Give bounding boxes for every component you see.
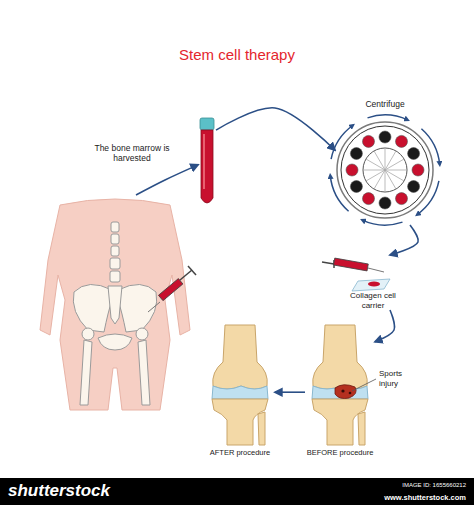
node-label: Centrifuge <box>350 99 420 109</box>
node-label: Collagen cell carrier <box>340 291 406 310</box>
footer-bar <box>0 478 474 505</box>
knee-joints <box>212 325 368 445</box>
node-label: The bone marrow is harvested <box>82 143 182 163</box>
test-tube <box>198 116 216 210</box>
test-tube <box>200 118 214 203</box>
knee-after: AFTER procedure <box>205 325 275 445</box>
footer-text: shutterstock <box>8 481 148 501</box>
centrifuge <box>330 115 439 225</box>
syringe <box>148 266 196 312</box>
flow-arrow <box>275 391 305 393</box>
flow-arrow <box>375 310 394 342</box>
syringe-and-carrier <box>322 258 390 291</box>
node-label: BEFORE procedure <box>305 448 375 457</box>
knee-before: Sports injuryBEFORE procedure <box>305 325 375 445</box>
footer-text: www.shutterstock.com <box>330 493 466 502</box>
centrifuge: Centrifuge <box>335 115 435 225</box>
flow-arrow <box>136 165 198 195</box>
flow-arrow <box>216 108 335 150</box>
node-label: AFTER procedure <box>205 448 275 457</box>
node-label: Sports injury <box>379 369 423 388</box>
collagen-carrier: Collagen cell carrier <box>318 255 408 310</box>
body-figure: The bone marrow is harvested <box>40 195 200 415</box>
title: Stem cell therapy <box>0 46 474 63</box>
footer-text: IMAGE ID: 1655660212 <box>330 482 466 489</box>
leader-line <box>352 379 376 391</box>
flow-arrow <box>390 225 418 255</box>
human-body <box>40 199 196 410</box>
